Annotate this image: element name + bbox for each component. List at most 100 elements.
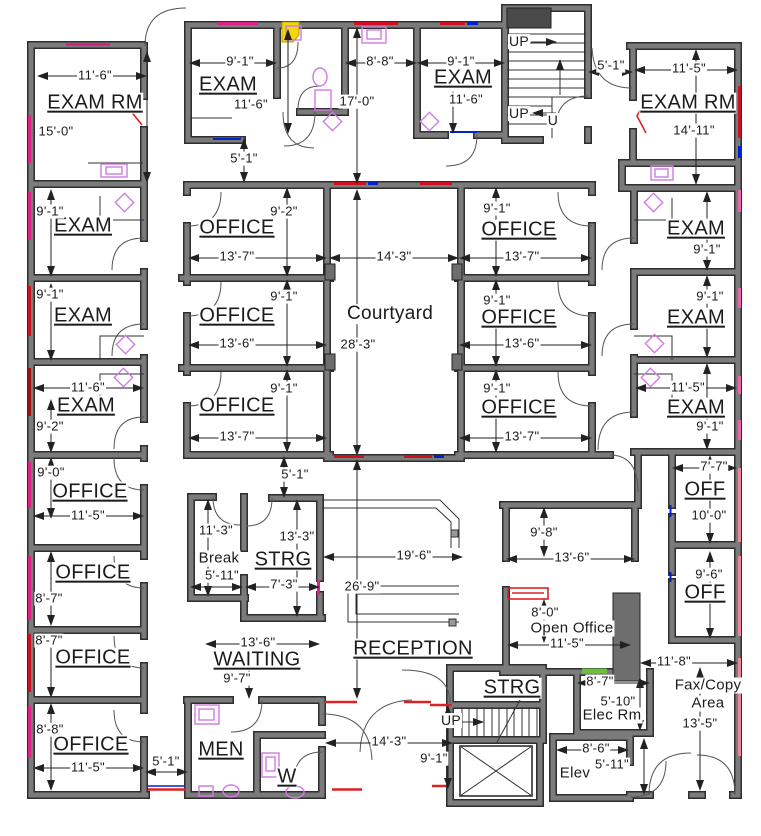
- label-up-stairs-bottom: UP: [439, 712, 463, 729]
- dim-courtyard-width: 14'-3": [375, 248, 413, 264]
- room-exam-right-3: EXAM: [666, 396, 726, 419]
- courtyard-pilaster: [451, 263, 463, 281]
- sink-icon: [314, 89, 332, 111]
- dim-corridor-mid: 5'-1": [280, 466, 310, 482]
- dim-office-left-4-depth: 8'-8": [35, 721, 65, 737]
- dim-reception-depth: 26'-9": [343, 578, 381, 594]
- room-exam-left-1: EXAM: [53, 214, 113, 237]
- dim-exam-rm-nw-depth: 15'-0": [37, 123, 75, 139]
- dim-office-cr-1-depth: 9'-1": [482, 200, 512, 216]
- room-fax-copy-line2: Area: [690, 694, 726, 712]
- room-elec-rm: Elec Rm: [581, 706, 643, 724]
- courtyard-pilaster: [324, 353, 336, 371]
- dim-exam-top-1-depth: 11'-6": [233, 96, 269, 112]
- courtyard-pilaster: [324, 263, 336, 281]
- dim-exam-left-2-depth: 9'-1": [35, 286, 65, 302]
- room-office-left-4: OFFICE: [52, 733, 130, 756]
- fixtures: [100, 26, 674, 799]
- dim-break-width: 5'-11": [204, 567, 240, 583]
- dim-open-office-depth-2: 8'-0": [530, 604, 560, 620]
- dim-office-cl-2-width: 13'-6": [218, 335, 256, 351]
- dim-corridor-top-depth: 17'-0": [338, 93, 376, 109]
- room-office-cl-1: OFFICE: [198, 216, 276, 239]
- monitor-icon: [100, 163, 128, 178]
- room-strg-bottom: STRG: [482, 676, 542, 699]
- dim-exam-rm-ne-width: 11'-5": [671, 60, 707, 76]
- label-u-stairs-top: U: [546, 112, 560, 129]
- dim-reception-width: 19'-6": [395, 547, 433, 563]
- room-women: W: [276, 765, 298, 788]
- dim-exam-rm-ne-depth: 14'-11": [672, 122, 716, 138]
- dim-corridor-top-width: 8'-8": [365, 53, 395, 69]
- walls: [27, 4, 742, 807]
- dim-office-left-3-depth: 8'-7": [34, 632, 64, 648]
- dim-strg-mid-depth: 13'-3": [278, 528, 316, 544]
- dim-open-office-width-2: 11'-5": [549, 635, 585, 651]
- room-exam-left-2: EXAM: [53, 304, 113, 327]
- dim-office-left-1-width: 11'-5": [70, 507, 106, 523]
- courtyard-pilaster: [451, 353, 463, 371]
- dim-fax-depth: 13'-5": [681, 715, 719, 731]
- room-men: MEN: [197, 738, 245, 761]
- room-off-right-1: OFF: [683, 478, 727, 501]
- dim-office-left-4-width: 11'-5": [70, 759, 106, 775]
- toilet-icon: [312, 67, 328, 87]
- monitor-icon: [650, 165, 674, 181]
- dim-exam-left-1-depth: 9'-1": [35, 203, 65, 219]
- room-office-cr-1: OFFICE: [480, 218, 558, 241]
- stairs-top: [507, 33, 586, 138]
- sink-icon: [261, 752, 280, 778]
- dim-corridor-bottom-depth: 9'-1": [419, 750, 449, 766]
- dim-break-depth: 11'-3": [198, 522, 234, 538]
- dim-elev-depth: 5'-11": [594, 756, 630, 772]
- room-exam-right-1: EXAM: [666, 217, 726, 240]
- dim-off-right-2-depth: 9'-6": [694, 566, 724, 582]
- dim-corridor-top-s: 5'-1": [229, 150, 259, 166]
- dim-exam-top-2-depth: 11'-6": [448, 91, 484, 107]
- keyboard-icon: [114, 192, 135, 213]
- dim-exam-right-3-width: 11'-5": [670, 379, 706, 395]
- dim-office-cl-1-width: 13'-7": [218, 248, 256, 264]
- dim-waiting-width: 13'-6": [239, 634, 277, 650]
- room-exam-right-2: EXAM: [666, 306, 726, 329]
- label-up-stairs-top-1: UP: [507, 33, 531, 50]
- dim-exam-top-1-width: 9'-1": [225, 53, 255, 69]
- dim-corridor-ne: 5'-1": [596, 57, 626, 73]
- dim-off-right-1-depth: 10'-0": [690, 507, 728, 523]
- room-exam-top-1: EXAM: [198, 73, 258, 96]
- room-off-right-2: OFF: [683, 581, 727, 604]
- dim-courtyard-height: 28'-3": [339, 336, 377, 352]
- room-office-cl-2: OFFICE: [198, 304, 276, 327]
- room-open-office: Open Office: [529, 619, 615, 637]
- dim-office-left-1-depth: 9'-0": [36, 464, 66, 480]
- room-exam-rm-nw: EXAM RM: [46, 91, 144, 114]
- open-office-desk: [507, 587, 549, 600]
- dim-exam-top-2-width: 9'-1": [446, 53, 476, 69]
- dim-elec-depth: 5'-10": [599, 693, 637, 709]
- stair-landing-block: [506, 7, 552, 29]
- dim-exam-right-3-depth: 9'-1": [695, 418, 725, 434]
- dim-office-cr-3-depth: 9'-1": [482, 380, 512, 396]
- dim-waiting-depth: 9'-7": [222, 670, 252, 686]
- toilet-icon: [222, 784, 240, 798]
- room-office-left-2: OFFICE: [54, 561, 132, 584]
- room-office-left-1: OFFICE: [51, 480, 129, 503]
- sink-counter-icon: [194, 704, 220, 725]
- dim-office-cl-3-depth: 9'-1": [269, 380, 299, 396]
- room-elev: Elev: [558, 764, 592, 782]
- room-office-left-3: OFFICE: [54, 646, 132, 669]
- room-strg-mid: STRG: [253, 548, 313, 571]
- label-up-stairs-top-2: UP: [507, 105, 531, 122]
- monitor-icon: [361, 26, 387, 44]
- room-reception: RECEPTION: [352, 637, 474, 660]
- elevator-shaft: [459, 745, 533, 797]
- dim-strg-mid-width: 7'-3": [269, 576, 299, 592]
- dim-open-office-width-1: 13'-6": [553, 549, 591, 565]
- dim-office-cl-3-width: 13'-7": [218, 428, 256, 444]
- dim-exam-rm-nw-width: 11'-6": [77, 67, 113, 83]
- room-break: Break: [197, 549, 241, 567]
- room-exam-left-3: EXAM: [56, 394, 116, 417]
- dim-elev-width: 8'-6": [581, 740, 611, 756]
